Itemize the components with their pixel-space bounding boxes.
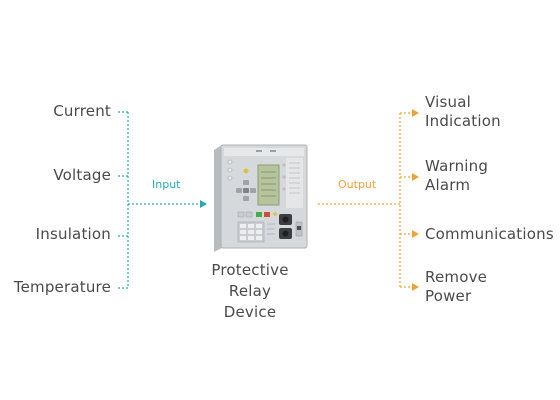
input-label-current: Current [53, 102, 111, 120]
input-arrowhead [200, 200, 207, 208]
device-caption: Protective Relay Device [190, 260, 310, 323]
output-label-visual-indication: Visual Indication [425, 93, 501, 131]
relay-device-icon [214, 144, 308, 252]
device-caption-line2: Device [223, 303, 277, 321]
output-label-line1: Warning [425, 157, 489, 175]
input-label-insulation: Insulation [35, 225, 111, 243]
device-caption-line1: Protective Relay [211, 261, 289, 300]
output-label-line2: Alarm [425, 176, 471, 194]
input-label-voltage: Voltage [53, 166, 111, 184]
output-label-remove-power: Remove Power [425, 268, 487, 306]
output-connectors [318, 112, 412, 288]
output-link-label: Output [338, 178, 377, 191]
output-label-line1: Remove [425, 268, 488, 286]
output-label-communications: Communications [425, 225, 554, 244]
input-connectors [118, 111, 200, 289]
output-label-line2: Indication [425, 112, 501, 130]
output-label-line1: Communications [425, 225, 554, 243]
output-label-line1: Visual [425, 93, 471, 111]
output-label-warning-alarm: Warning Alarm [425, 157, 488, 195]
output-label-line2: Power [425, 287, 472, 305]
output-arrowheads [412, 109, 419, 291]
input-label-temperature: Temperature [13, 278, 111, 296]
input-link-label: Input [152, 178, 181, 191]
